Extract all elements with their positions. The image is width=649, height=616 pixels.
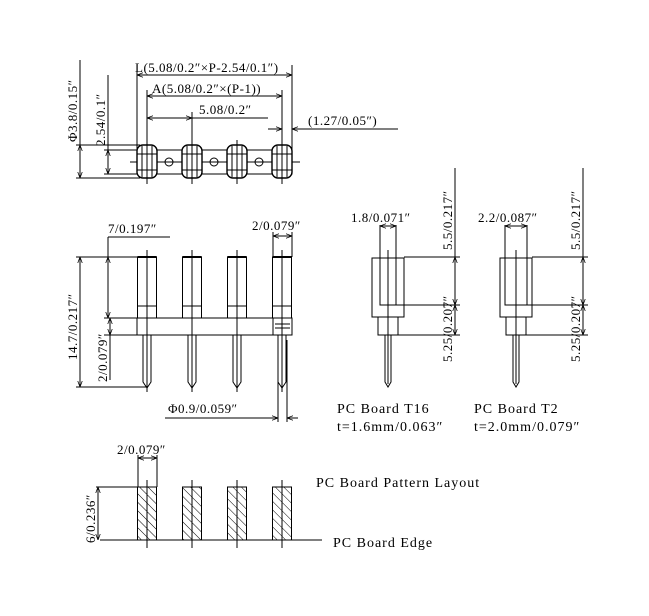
dim-width: 7/0.197″ xyxy=(108,221,157,236)
dim-offset: (1.27/0.05″) xyxy=(308,113,377,128)
dim-dia: Φ3.8/0.15″ xyxy=(65,79,80,142)
pattern-title: PC Board Pattern Layout xyxy=(316,476,480,491)
board-thickness-t2: t=2.0mm/0.079″ xyxy=(474,420,580,435)
pin-side xyxy=(137,250,157,392)
dim-pin-dia: Φ0.9/0.059″ xyxy=(168,401,238,416)
dim-opening-t2: 2.2/0.087″ xyxy=(478,210,538,225)
dim-lower-t16: 5.25/0.207″ xyxy=(440,295,455,362)
dim-pin-width: 2/0.079″ xyxy=(252,218,301,233)
pcb-pad xyxy=(137,480,157,548)
dim-housing: 2/0.079″ xyxy=(95,333,110,382)
dim-upper-t16: 5.5/0.217″ xyxy=(440,190,455,250)
board-cross-section xyxy=(499,168,588,388)
pin-side xyxy=(272,250,292,392)
dim-height: 14.7/0.217″ xyxy=(65,293,80,360)
pcb-pad xyxy=(227,480,247,548)
side-view: 7/0.197″ 2/0.079″ 14.7/0.217″ 2/0.079″ Φ… xyxy=(65,218,301,422)
dim-pad-height: 6/0.236″ xyxy=(83,494,98,543)
pcb-pad xyxy=(182,480,202,548)
dim-opening-t16: 1.8/0.071″ xyxy=(351,210,411,225)
dim-pitch: 5.08/0.2″ xyxy=(199,102,252,117)
dim-upper-t2: 5.5/0.217″ xyxy=(568,190,583,250)
dim-lower-t2: 5.25/0.207″ xyxy=(568,295,583,362)
top-view: L(5.08/0.2″×P-2.54/0.1″) A(5.08/0.2″×(P-… xyxy=(65,60,398,184)
board-cross-section xyxy=(371,168,460,388)
pattern-layout: 6/0.236″ 2/0.079″ PC Board Pattern Layou… xyxy=(83,442,480,551)
pin-side xyxy=(182,250,202,392)
board-t2-view: 2.2/0.087″ 5.5/0.217″ 5.25/0.207″ PC Boa… xyxy=(474,190,583,435)
board-label-t2: PC Board T2 xyxy=(474,402,559,417)
pin-side xyxy=(227,250,247,392)
pcb-pad xyxy=(272,480,292,548)
dim-A: A(5.08/0.2″×(P-1)) xyxy=(152,81,261,96)
board-t16-view: 1.8/0.071″ 5.5/0.217″ 5.25/0.207″ PC Boa… xyxy=(337,190,455,435)
dim-pad-width: 2/0.079″ xyxy=(117,442,166,457)
dim-row: 2.54/0.1″ xyxy=(93,93,108,146)
dim-L: L(5.08/0.2″×P-2.54/0.1″) xyxy=(135,60,279,75)
board-thickness-t16: t=1.6mm/0.063″ xyxy=(337,420,443,435)
board-label-t16: PC Board T16 xyxy=(337,402,430,417)
board-edge-label: PC Board Edge xyxy=(333,536,433,551)
